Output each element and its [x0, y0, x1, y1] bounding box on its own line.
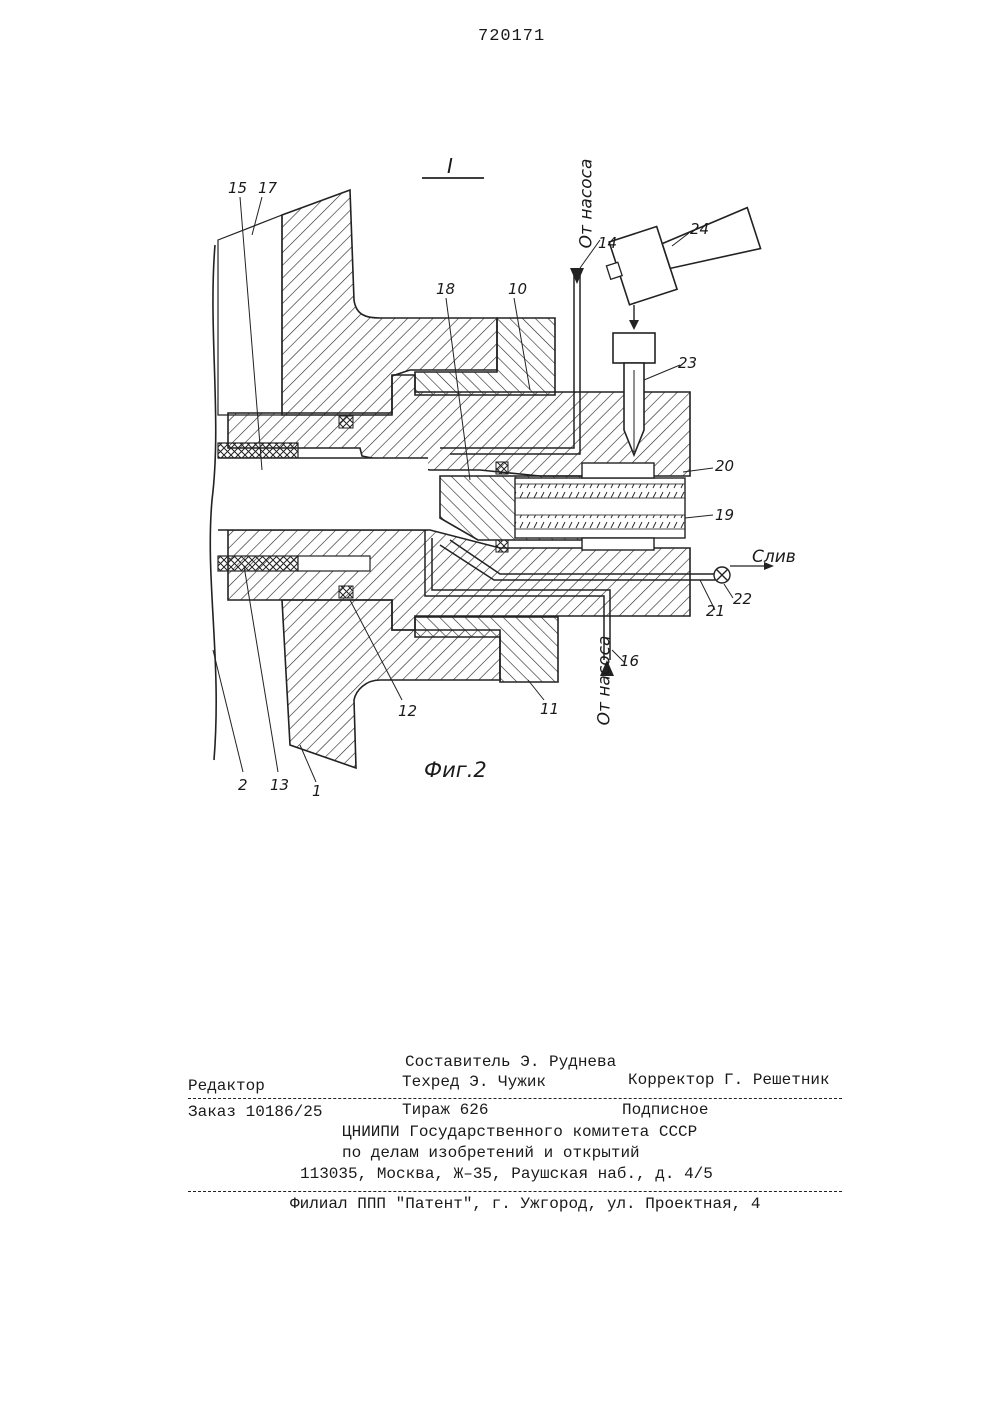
callout-18: 18 — [436, 282, 455, 297]
footer-rule-top — [188, 1098, 842, 1099]
callout-22: 22 — [733, 592, 752, 607]
callout-2: 2 — [238, 778, 248, 793]
callout-24: 24 — [690, 222, 709, 237]
hammer-24 — [600, 198, 765, 308]
address-line: 113035, Москва, Ж–35, Раушская наб., д. … — [300, 1166, 713, 1182]
technical-drawing — [0, 0, 1000, 820]
footer-rule-bottom — [188, 1191, 842, 1192]
org-line-1: ЦНИИПИ Государственного комитета СССР — [342, 1124, 697, 1140]
section-label: I — [447, 156, 453, 176]
flow-label-bottom: От насоса — [596, 636, 613, 726]
part-2-boundary — [210, 245, 216, 760]
print-run-line: Тираж 626 — [402, 1102, 488, 1118]
callout-10: 10 — [508, 282, 527, 297]
callout-11: 11 — [540, 702, 559, 717]
callout-19: 19 — [715, 508, 734, 523]
org-line-2: по делам изобретений и открытий — [342, 1145, 640, 1161]
corrector-line: Корректор Г. Решетник — [628, 1072, 830, 1088]
callout-20: 20 — [715, 459, 734, 474]
callout-12: 12 — [398, 704, 417, 719]
sleeve-13-lower — [218, 556, 298, 571]
compiler-line: Составитель Э. Руднева — [405, 1054, 616, 1070]
subscription-line: Подписное — [622, 1102, 708, 1118]
sleeve-13-upper — [218, 443, 298, 458]
callout-13: 13 — [270, 778, 289, 793]
callout-16: 16 — [620, 654, 639, 669]
figure-caption: Фиг.2 — [424, 760, 487, 781]
flow-label-top: От насоса — [578, 159, 595, 249]
callout-14: 14 — [598, 236, 617, 251]
drain-label: Слив — [752, 549, 796, 566]
callout-17: 17 — [258, 181, 277, 196]
pin-23-head — [613, 333, 655, 363]
callout-15: 15 — [228, 181, 247, 196]
editor-label: Редактор — [188, 1078, 265, 1094]
order-line: Заказ 10186/25 — [188, 1104, 322, 1120]
callout-1: 1 — [312, 784, 322, 799]
branch-line: Филиал ППП "Патент", г. Ужгород, ул. Про… — [290, 1196, 760, 1212]
callout-21: 21 — [706, 604, 725, 619]
callout-23: 23 — [678, 356, 697, 371]
techred-line: Техред Э. Чужик — [402, 1074, 546, 1090]
